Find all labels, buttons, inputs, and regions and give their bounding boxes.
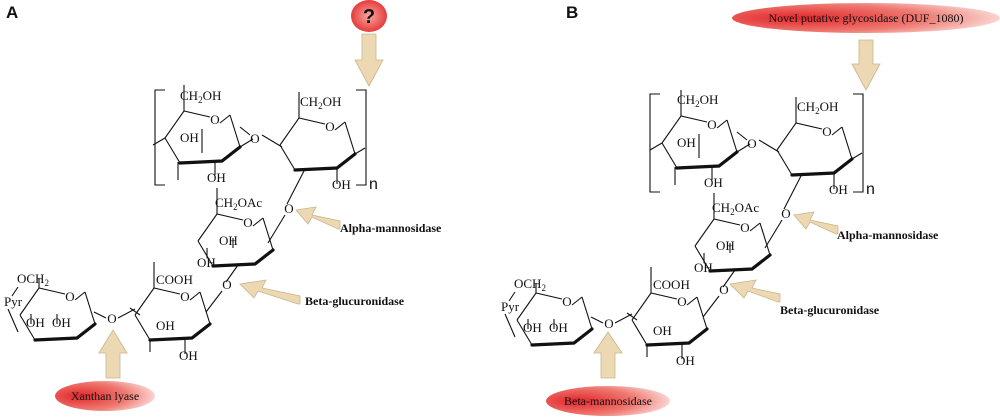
repeat-n-label: n	[369, 176, 378, 193]
pyr-label: Pyr	[501, 299, 520, 314]
xanthan-lyase-label: Xanthan lyase	[71, 389, 139, 403]
cooh-label: COOH	[156, 272, 193, 287]
glycosidic-oxygen-label: O	[222, 277, 231, 292]
glycosidic-oxygen-label: O	[719, 282, 728, 297]
oh-label: OH	[52, 315, 71, 330]
beta-glucuronidase-label: Beta-glucuronidase	[780, 303, 880, 317]
glycosidic-oxygen-label: O	[107, 311, 116, 326]
glucuronic-acid-ring	[129, 261, 212, 354]
oh-label: OH	[219, 233, 238, 248]
xanthan-lyase-badge: Xanthan lyase	[55, 381, 155, 411]
glycosidic-oxygen-label: O	[747, 136, 756, 151]
panel-b: B n CH2OH OH OH O CH2OH OH	[501, 3, 1000, 416]
pyruvyl-mannose-ring	[515, 283, 594, 347]
oh-label: OH	[704, 175, 723, 190]
repeat-bracket-left	[154, 89, 165, 186]
ch2oac-label: CH2OAc	[215, 195, 262, 212]
glycosidic-oxygen-label: O	[604, 316, 613, 331]
glycosidic-oxygen-label: O	[781, 206, 790, 221]
arrow-beta-glucuronidase	[729, 279, 781, 303]
beta-glucuronidase-label: Beta-glucuronidase	[305, 294, 405, 308]
glycosidic-oxygen-label: O	[250, 131, 259, 146]
oh-label: OH	[549, 320, 568, 335]
ch2oac-label: CH2OAc	[712, 200, 759, 217]
ch2oh-label: CH2OH	[797, 99, 838, 116]
arrow-top	[354, 33, 384, 87]
arrow-bottom	[593, 331, 623, 379]
glucose-ring-2	[278, 91, 366, 205]
arrow-beta-glucuronidase	[239, 279, 301, 305]
acetyl-mannose-ring	[693, 192, 772, 288]
arrow-bottom	[98, 329, 128, 379]
panel-b-letter: B	[566, 3, 578, 22]
oh-label: OH	[523, 320, 542, 335]
ch2oh-label: CH2OH	[300, 94, 341, 111]
alpha-mannosidase-label: Alpha-mannosidase	[837, 228, 939, 242]
arrow-top	[851, 39, 881, 91]
oh-label: OH	[26, 315, 45, 330]
arrow-alpha-mannosidase	[793, 211, 839, 235]
oh-label: OH	[694, 260, 713, 275]
repeat-bracket-right	[853, 93, 864, 193]
repeat-n-label: n	[866, 181, 875, 198]
cooh-label: COOH	[653, 277, 690, 292]
novel-glycosidase-badge: Novel putative glycosidase (DUF_1080)	[732, 3, 1000, 33]
och2-label: OCH2	[17, 271, 49, 288]
oh-label: OH	[829, 182, 848, 197]
unknown-enzyme-label: ?	[363, 6, 375, 28]
glycosidic-oxygen-label: O	[284, 201, 293, 216]
oh-label: OH	[676, 353, 695, 368]
oh-label: OH	[332, 177, 351, 192]
pyr-label: Pyr	[4, 294, 23, 309]
acetyl-mannose-ring	[196, 187, 275, 283]
novel-glycosidase-label: Novel putative glycosidase (DUF_1080)	[769, 11, 964, 25]
ch2oh-label: CH2OH	[677, 92, 718, 109]
glucose-ring-1	[649, 89, 751, 185]
beta-mannosidase-badge: Beta-mannosidase	[546, 386, 670, 416]
glucose-ring-2	[775, 96, 863, 210]
alpha-mannosidase-label: Alpha-mannosidase	[340, 221, 442, 235]
panel-a: A n CH2OH OH OH O CH2OH	[4, 0, 442, 411]
unknown-enzyme-badge: ?	[351, 0, 387, 32]
beta-mannosidase-label: Beta-mannosidase	[564, 394, 652, 408]
oh-label: OH	[180, 130, 199, 145]
oh-label: OH	[197, 255, 216, 270]
repeat-bracket-right	[356, 89, 367, 186]
panel-a-letter: A	[6, 3, 18, 22]
ch2oh-label: CH2OH	[180, 88, 221, 105]
oh-label: OH	[156, 318, 175, 333]
och2-label: OCH2	[514, 276, 546, 293]
pyruvyl-mannose-ring	[18, 278, 97, 342]
repeat-bracket-left	[649, 93, 660, 193]
glucose-ring-1	[152, 84, 254, 180]
oh-label: OH	[653, 323, 672, 338]
oh-label: OH	[716, 238, 735, 253]
oh-label: OH	[677, 135, 696, 150]
oh-label: OH	[179, 348, 198, 363]
glucuronic-acid-ring	[626, 266, 709, 359]
oh-label: OH	[207, 170, 226, 185]
arrow-alpha-mannosidase	[295, 206, 341, 230]
